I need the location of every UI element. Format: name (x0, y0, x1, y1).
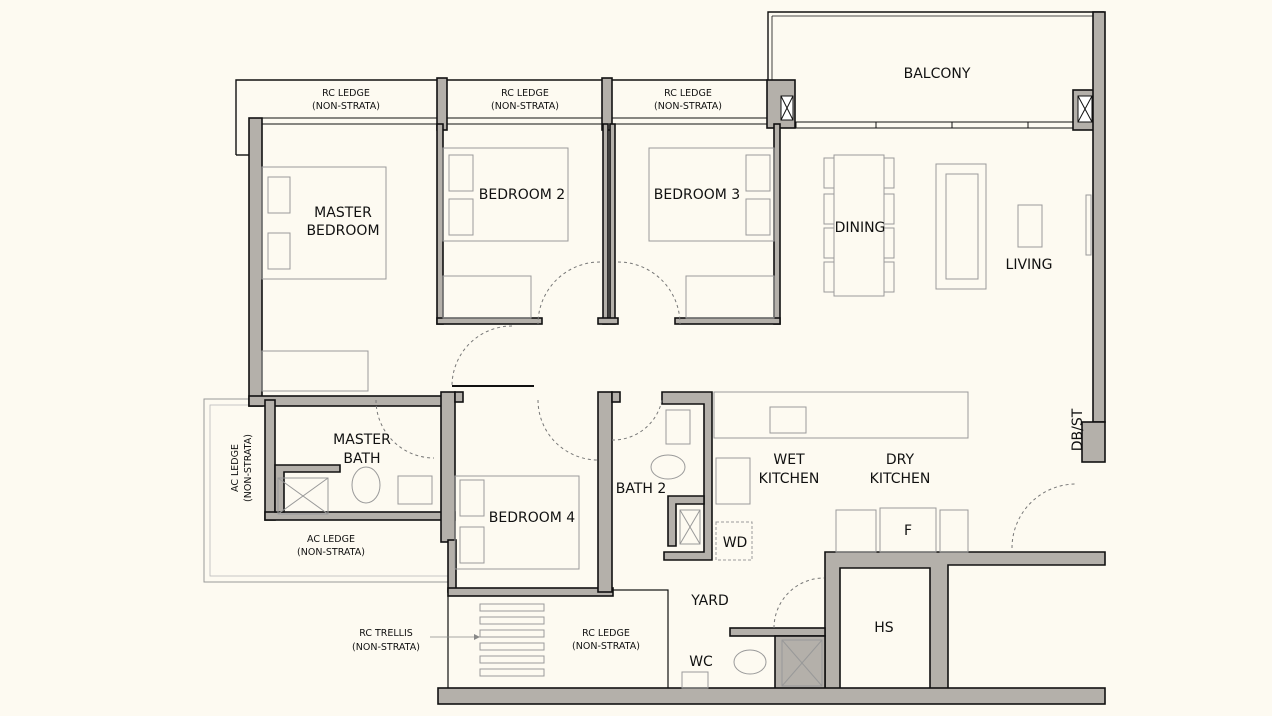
ac-ledge-horizontal-line2: (NON-STRATA) (297, 547, 365, 558)
label-dining: DINING (835, 220, 886, 236)
label-bath2: BATH 2 (616, 481, 667, 497)
label-master-bath-2: BATH (343, 451, 380, 467)
label-wc: WC (689, 654, 713, 670)
label-balcony: BALCONY (904, 66, 971, 82)
label-wd: WD (723, 535, 748, 551)
basin (397, 475, 433, 505)
bedroom4-bed (454, 475, 580, 570)
master-bed (261, 166, 387, 280)
label-bedroom3: BEDROOM 3 (654, 187, 740, 203)
rc-trellis-line2: (NON-STRATA) (352, 642, 420, 653)
shafts (277, 95, 1093, 687)
rc-ledge-1-line2: (NON-STRATA) (312, 101, 380, 112)
label-bedroom2: BEDROOM 2 (479, 187, 565, 203)
bedroom2-wardrobe (442, 275, 532, 319)
bath2-basin (665, 409, 691, 445)
dining-table (833, 154, 885, 297)
bedroom3-wardrobe (685, 275, 775, 319)
sofa (935, 163, 987, 290)
label-dry-kitchen-1: DRY (886, 452, 915, 468)
ac-ledge-vertical-line1: AC LEDGE (230, 444, 241, 492)
label-master-bedroom-2: BEDROOM (306, 223, 379, 239)
master-wardrobe (261, 350, 369, 392)
room-labels: BALCONY MASTER BEDROOM BEDROOM 2 BEDROOM… (306, 66, 1086, 670)
washer-dryer (715, 521, 753, 561)
stove (715, 457, 751, 505)
label-hs: HS (874, 620, 894, 636)
rc-ledge-2-line1: RC LEDGE (501, 88, 549, 99)
rc-ledge-3-line1: RC LEDGE (664, 88, 712, 99)
label-master-bedroom-1: MASTER (314, 205, 372, 221)
bedroom3-bed (648, 147, 775, 242)
label-yard: YARD (690, 593, 729, 609)
label-wet-kitchen-2: KITCHEN (759, 471, 820, 487)
furniture (261, 147, 1092, 689)
coffee-table (1017, 204, 1043, 248)
walls (248, 11, 1106, 705)
rc-ledge-2-line2: (NON-STRATA) (491, 101, 559, 112)
label-fridge: F (904, 523, 912, 539)
label-living: LIVING (1006, 257, 1053, 273)
windows (261, 117, 1077, 129)
ac-ledge-horizontal-line1: AC LEDGE (307, 534, 355, 545)
trellis-slats (479, 603, 545, 677)
rc-ledge-4-line2: (NON-STRATA) (572, 641, 640, 652)
label-master-bath-1: MASTER (333, 432, 391, 448)
rc-ledge-1-line1: RC LEDGE (322, 88, 370, 99)
rc-ledge-4-line1: RC LEDGE (582, 628, 630, 639)
rc-ledge-outline (235, 79, 768, 155)
bedroom2-bed (442, 147, 569, 242)
label-dbst: DB/ST (1070, 408, 1086, 451)
doors (375, 261, 1077, 629)
label-dry-kitchen-2: KITCHEN (870, 471, 931, 487)
rc-ledge-3-line2: (NON-STRATA) (654, 101, 722, 112)
label-wet-kitchen-1: WET (773, 452, 805, 468)
ac-ledge-vertical-line2: (NON-STRATA) (243, 434, 254, 502)
toilet (351, 466, 381, 504)
bath2-toilet (650, 454, 686, 480)
rc-trellis-line1: RC TRELLIS (359, 628, 413, 639)
label-bedroom4: BEDROOM 4 (489, 510, 576, 526)
ledge-labels: RC LEDGE (NON-STRATA) RC LEDGE (NON-STRA… (230, 88, 722, 653)
fridge (879, 507, 937, 553)
kitchen-counter (713, 391, 969, 439)
rc-ledge-bottom-outline (447, 589, 669, 691)
